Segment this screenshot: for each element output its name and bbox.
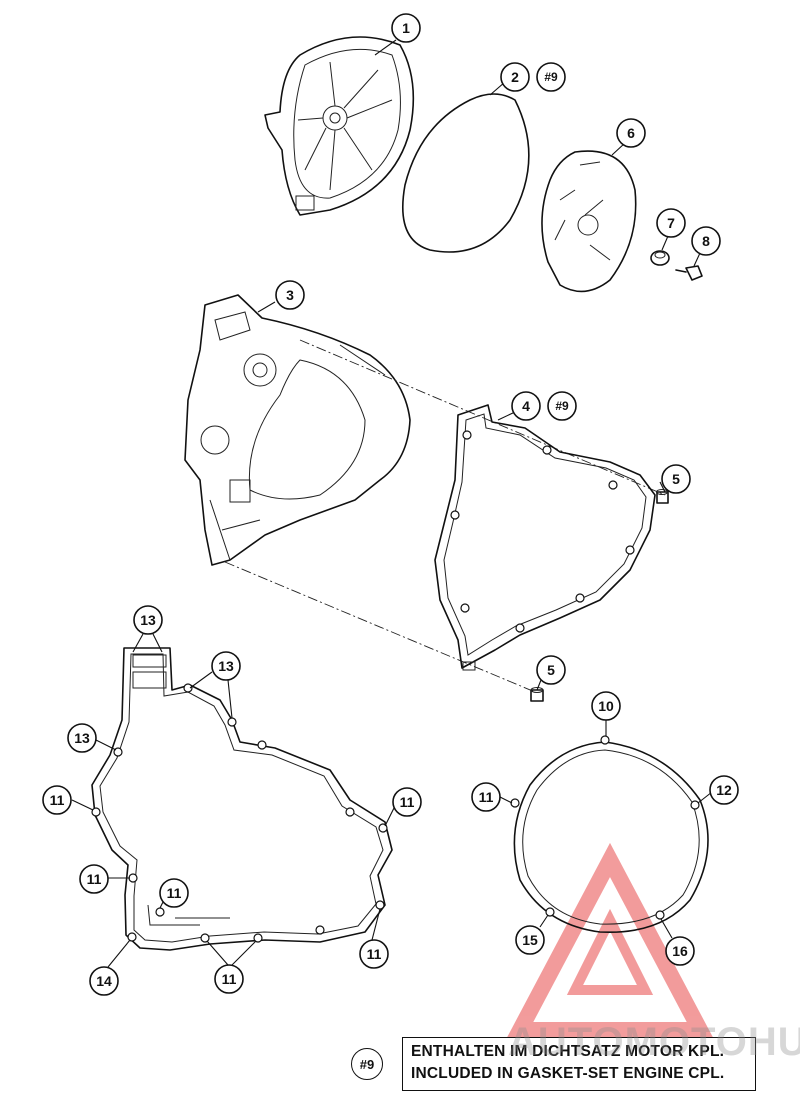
callout-4: 4 bbox=[511, 391, 541, 421]
callout-15: 15 bbox=[515, 925, 545, 955]
dowel-pin-top bbox=[656, 489, 669, 504]
svg-text:11: 11 bbox=[479, 789, 494, 805]
note-reference-badge: #9 bbox=[351, 1048, 383, 1080]
svg-text:11: 11 bbox=[87, 871, 102, 887]
callout-11-mid-left: 11 bbox=[79, 864, 109, 894]
note-line-german: ENTHALTEN IM DICHTSATZ MOTOR KPL. bbox=[411, 1043, 725, 1060]
callout-13-right: 13 bbox=[211, 651, 241, 681]
callout-2-ref: #9 bbox=[536, 62, 566, 92]
screw bbox=[675, 265, 703, 281]
spacer-nut bbox=[650, 250, 670, 266]
svg-text:8: 8 bbox=[702, 233, 710, 249]
callout-11-round-gasket: 11 bbox=[471, 782, 501, 812]
callout-5-top: 5 bbox=[661, 464, 691, 494]
callout-13-left: 13 bbox=[67, 723, 97, 753]
svg-text:16: 16 bbox=[672, 943, 688, 959]
svg-text:14: 14 bbox=[96, 973, 112, 989]
callout-7: 7 bbox=[656, 208, 686, 238]
crankcase-gasket bbox=[91, 647, 393, 951]
svg-text:11: 11 bbox=[167, 885, 182, 901]
clutch-cover-gasket bbox=[434, 404, 656, 671]
svg-text:11: 11 bbox=[222, 971, 237, 987]
o-ring bbox=[402, 93, 530, 253]
svg-text:1: 1 bbox=[402, 20, 410, 36]
callout-11-bottom: 11 bbox=[214, 964, 244, 994]
note-line-english: INCLUDED IN GASKET-SET ENGINE CPL. bbox=[411, 1065, 725, 1082]
svg-text:5: 5 bbox=[672, 471, 680, 487]
svg-text:13: 13 bbox=[218, 658, 234, 674]
svg-text:10: 10 bbox=[598, 698, 614, 714]
dowel-pin-bottom bbox=[530, 687, 544, 702]
callout-5-bottom: 5 bbox=[536, 655, 566, 685]
svg-text:4: 4 bbox=[522, 398, 530, 414]
callout-11-inner: 11 bbox=[159, 878, 189, 908]
svg-text:11: 11 bbox=[400, 794, 415, 810]
svg-text:11: 11 bbox=[367, 946, 382, 962]
callout-14: 14 bbox=[89, 966, 119, 996]
svg-text:#9: #9 bbox=[544, 70, 558, 84]
callout-6: 6 bbox=[616, 118, 646, 148]
callout-4-ref: #9 bbox=[547, 391, 577, 421]
svg-text:15: 15 bbox=[522, 932, 538, 948]
callout-13-top: 13 bbox=[133, 605, 163, 635]
leader-lines bbox=[71, 39, 713, 968]
callout-16: 16 bbox=[665, 936, 695, 966]
outer-clutch-cover bbox=[264, 36, 415, 216]
alignment-line-top bbox=[299, 339, 666, 496]
alignment-line-bottom bbox=[224, 561, 536, 693]
svg-text:3: 3 bbox=[286, 287, 294, 303]
clutch-protection-cover bbox=[541, 150, 637, 293]
callout-2: 2 bbox=[500, 62, 530, 92]
callout-8: 8 bbox=[691, 226, 721, 256]
callout-11-bottom-right: 11 bbox=[359, 939, 389, 969]
callout-11-left: 11 bbox=[42, 785, 72, 815]
watermark-logo bbox=[506, 842, 714, 1038]
svg-text:6: 6 bbox=[627, 125, 635, 141]
callout-1: 1 bbox=[391, 13, 421, 43]
round-gasket bbox=[510, 735, 709, 934]
svg-text:2: 2 bbox=[511, 69, 519, 85]
gasket-set-note: ENTHALTEN IM DICHTSATZ MOTOR KPL. INCLUD… bbox=[402, 1037, 756, 1091]
callout-12: 12 bbox=[709, 775, 739, 805]
callout-10: 10 bbox=[591, 691, 621, 721]
svg-text:5: 5 bbox=[547, 662, 555, 678]
callout-3: 3 bbox=[275, 280, 305, 310]
clutch-cover bbox=[184, 294, 411, 566]
svg-text:13: 13 bbox=[140, 612, 156, 628]
svg-text:13: 13 bbox=[74, 730, 90, 746]
svg-text:7: 7 bbox=[667, 215, 675, 231]
svg-text:11: 11 bbox=[50, 792, 65, 808]
svg-text:12: 12 bbox=[716, 782, 732, 798]
callout-11-right: 11 bbox=[392, 787, 422, 817]
svg-text:#9: #9 bbox=[555, 399, 569, 413]
